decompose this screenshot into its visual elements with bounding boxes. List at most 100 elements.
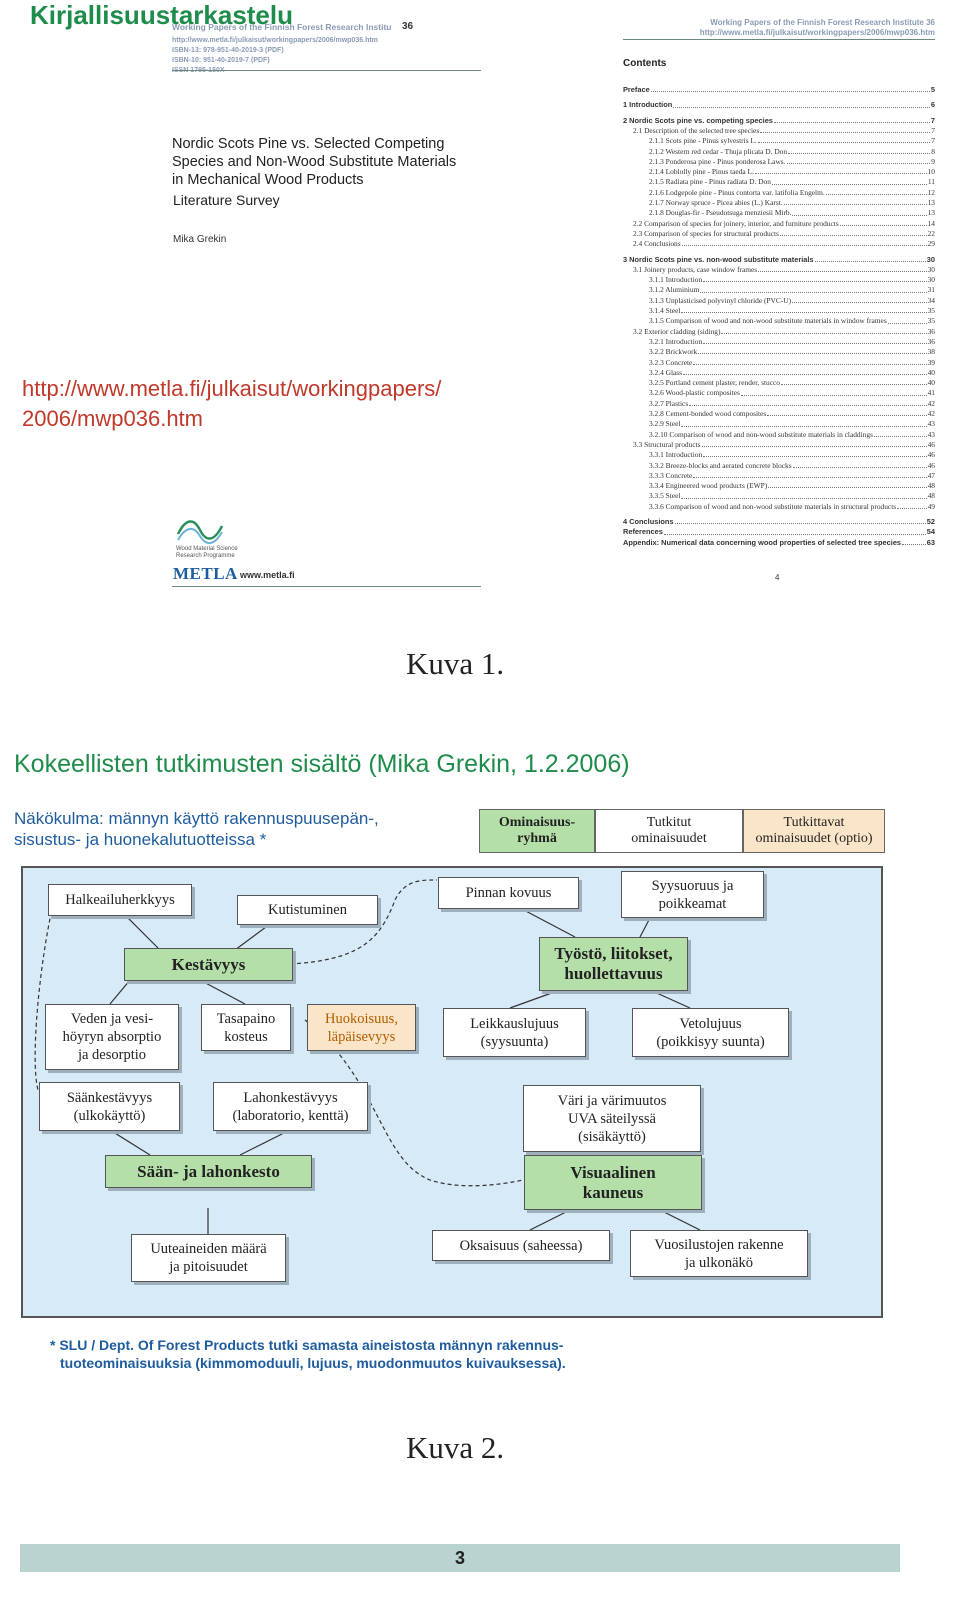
toc-entry[interactable]: 3.3.6 Comparison of wood and non-wood su… [649, 502, 935, 512]
page-number: 3 [454, 1548, 465, 1568]
toc-leader-dots [902, 538, 926, 545]
toc-leader-dots [703, 337, 927, 345]
toc-entry-title: 3.2.2 Brickwork [649, 347, 698, 357]
toc-leader-dots [773, 116, 930, 123]
toc-entry[interactable]: 3.2.10 Comparison of wood and non-wood s… [649, 430, 935, 440]
toc-entry-title: 3.2.1 Introduction [649, 336, 703, 346]
toc-entry-page: 41 [927, 388, 935, 398]
toc-entry-title: 2.1.1 Scots pine - Pinus sylvestris L. [649, 136, 757, 146]
toc-leader-dots [786, 157, 931, 165]
toc-leader-dots [701, 440, 927, 448]
toc-entry-title: 3.3 Structural products [633, 439, 701, 449]
box-saankestavyys: Säänkestävyys (ulkokäyttö) [39, 1082, 180, 1131]
toc-leader-dots [760, 126, 931, 134]
connector-line [109, 1129, 151, 1156]
toc-entry[interactable]: 3 Nordic Scots pine vs. non-wood substit… [623, 255, 935, 265]
legend-studied: Tutkitut ominaisuudet [595, 809, 743, 853]
viewpoint-text: Näkökulma: männyn käyttö rakennuspuusepä… [14, 808, 379, 850]
toc-entry-page: 42 [927, 398, 935, 408]
toc-leader-dots [663, 527, 926, 535]
toc-entry-page: 30 [926, 254, 935, 264]
report-url-line[interactable]: http://www.metla.fi/julkaisut/workingpap… [22, 376, 442, 401]
toc-entry[interactable]: 3.1.5 Comparison of wood and non-wood su… [649, 316, 935, 326]
toc-entry[interactable]: 2.1 Description of the selected tree spe… [633, 126, 935, 136]
toc-entry-title: 3.3.5 Steel [649, 491, 681, 501]
toc-entry-page: 49 [927, 501, 935, 511]
toc-leader-dots [698, 347, 927, 355]
toc-entry[interactable]: 2.1.5 Radiata pine - Pinus radiata D. Do… [649, 177, 935, 187]
toc-leader-dots [771, 177, 927, 185]
toc-entry[interactable]: 3.2 Exterior cladding (siding)36 [633, 327, 935, 337]
toc-entry[interactable]: 3.2.5 Portland cement plaster, render, s… [649, 378, 935, 388]
legend-property-group: Ominaisuus- ryhmä [479, 809, 595, 853]
toc-entry[interactable]: 2 Nordic Scots pine vs. competing specie… [623, 116, 935, 126]
toc-entry-title: 2.1 Description of the selected tree spe… [633, 125, 760, 135]
toc-entry[interactable]: Appendix: Numerical data concerning wood… [623, 538, 935, 548]
page-title: Kirjallisuustarkastelu [30, 0, 293, 30]
toc-entry[interactable]: 2.1.6 Lodgepole pine - Pinus contorta va… [649, 188, 935, 198]
toc-leader-dots [703, 450, 927, 458]
toc-header-line: http://www.metla.fi/julkaisut/workingpap… [699, 28, 935, 37]
report-url-line[interactable]: 2006/mwp036.htm [22, 406, 203, 431]
toc-leader-dots [681, 239, 927, 247]
viewpoint-line: sisustus- ja huonekalutuotteissa * [14, 830, 267, 849]
toc-entry[interactable]: 2.2 Comparison of species for joinery, i… [633, 219, 935, 229]
toc-entry-title: 3.2.3 Concrete [649, 357, 693, 367]
box-leikkauslujuus: Leikkauslujuus (syysuunta) [443, 1008, 586, 1057]
toc-entry[interactable]: 2.1.2 Western red cedar - Thuja plicata … [649, 147, 935, 157]
box-halkeailuherkkyys: Halkeailuherkkyys [48, 884, 192, 916]
toc-entry-title: 3.3.3 Concrete [649, 470, 693, 480]
toc-leader-dots [703, 275, 927, 283]
toc-entry-page: 31 [927, 285, 935, 295]
toc-entry[interactable]: 2.1.1 Scots pine - Pinus sylvestris L.7 [649, 136, 935, 146]
toc-entry-title: 3.2.4 Glass [649, 367, 683, 377]
group-tyosto: Työstö, liitokset, huollettavuus [539, 937, 688, 991]
toc-entry[interactable]: 2.3 Comparison of species for structural… [633, 229, 935, 239]
connector-line [519, 907, 576, 938]
toc-entry[interactable]: 2.1.7 Norway spruce - Picea abies (L.) K… [649, 198, 935, 208]
toc-entry[interactable]: 2.1.4 Loblolly pine - Pinus taeda L.10 [649, 167, 935, 177]
report-url[interactable]: http://www.metla.fi/julkaisut/workingpap… [22, 374, 441, 434]
toc-leader-dots [788, 147, 931, 154]
box-lahonkestavyys: Lahonkestävyys (laboratorio, kenttä) [213, 1082, 368, 1131]
toc-entry-page: 14 [927, 218, 935, 228]
toc-entry[interactable]: 2.1.8 Douglas-fir - Pseudotsuga menziesi… [649, 208, 935, 218]
box-vuosilustojen: Vuosilustojen rakenne ja ulkonäkö [630, 1230, 808, 1277]
connector-line [659, 1209, 701, 1231]
connector-line [124, 914, 161, 951]
connector-dashed [289, 879, 438, 965]
toc-entry-title: 2.1.6 Lodgepole pine - Pinus contorta va… [649, 187, 825, 197]
toc-entry[interactable]: 3.3.4 Engineered wood products (EWP)48 [649, 481, 935, 491]
toc-entry[interactable]: 3.1 Joinery products, case window frames… [633, 265, 935, 275]
connector-line [639, 917, 651, 938]
wave-logo-icon [176, 520, 224, 544]
connector-line [239, 1129, 291, 1156]
toc-entry-page: 10 [927, 167, 935, 177]
toc-entry[interactable]: 3.1.3 Unplasticised polyvinyl chloride (… [649, 296, 935, 306]
toc-entry[interactable]: 3.3.2 Breeze-blocks and aerated concrete… [649, 461, 935, 471]
toc-entry-page: 54 [926, 527, 935, 537]
toc-entry[interactable]: 2.1.3 Ponderosa pine - Pinus ponderosa L… [649, 157, 935, 167]
toc-entry-title: 3.3.4 Engineered wood products (EWP) [649, 481, 768, 491]
cover-number: 36 [402, 21, 414, 32]
